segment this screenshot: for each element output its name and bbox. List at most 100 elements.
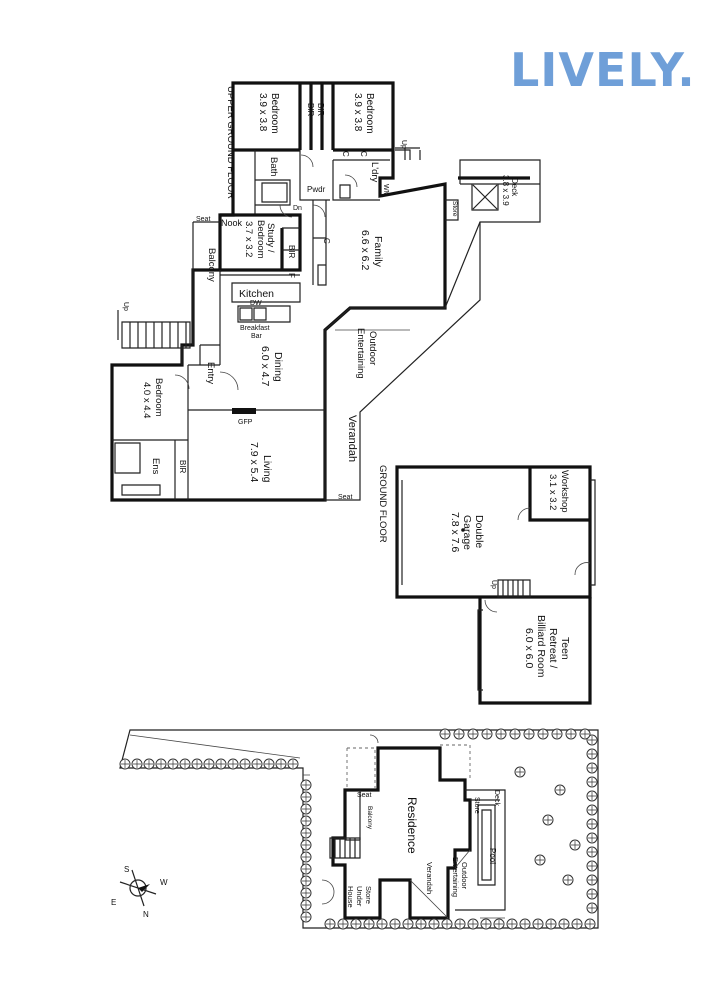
tree-icon-detail — [391, 920, 399, 928]
entry-label: Entry — [205, 362, 216, 384]
site-stair — [329, 837, 361, 859]
tree-icon-detail — [229, 760, 237, 768]
garage-stair — [497, 579, 531, 598]
bedroom-2-size: 3.9 x 3.8 — [352, 93, 363, 132]
bath-outline — [254, 150, 390, 215]
tree-icon-detail — [482, 920, 490, 928]
site-store-label: Store — [473, 797, 480, 814]
study-wall — [220, 213, 302, 272]
site-plan — [119, 729, 599, 929]
seat-label-1: Seat — [196, 216, 210, 223]
fridge-label: F — [287, 273, 296, 278]
tree-icon-detail — [265, 760, 273, 768]
bir-2: BIR — [306, 103, 315, 117]
dining-name: Dining — [272, 352, 284, 382]
compass: W S E N — [111, 865, 168, 919]
tree-icon-detail — [588, 764, 596, 772]
teen-retreat-line-2: Retreat / — [547, 628, 559, 668]
kitchen-outline — [220, 274, 301, 323]
tree-icon-detail — [455, 730, 463, 738]
tree-icon-detail — [456, 920, 464, 928]
tree-icon-detail — [205, 760, 213, 768]
workshop-size: 3.1 x 3.2 — [547, 474, 558, 510]
upper-bedrooms-wall — [233, 83, 393, 152]
tree-icon-detail — [567, 730, 575, 738]
upper-labels: UPPER GROUND FLOOR Bedroom 3.9 x 3.8 Bed… — [122, 86, 519, 501]
cupboard-3: C — [322, 238, 331, 244]
tree-icon-detail — [302, 853, 310, 861]
teen-retreat-wall — [478, 597, 592, 705]
gfp-label: GFP — [238, 419, 253, 426]
tree-icon-detail — [536, 856, 544, 864]
tree-icon-detail — [302, 829, 310, 837]
tree-icon-detail — [302, 901, 310, 909]
tree-icon-detail — [564, 876, 572, 884]
pool-label: Pool — [488, 848, 497, 864]
tree-icon-detail — [417, 920, 425, 928]
site-seat-label: Seat — [357, 792, 371, 799]
tree-icon-detail — [302, 865, 310, 873]
workshop-wall — [528, 467, 590, 522]
tree-icon-detail — [302, 817, 310, 825]
bar-label: Bar — [251, 333, 263, 340]
site-boundary — [119, 729, 599, 929]
bir-1: BIR — [316, 103, 325, 117]
garage-light — [461, 528, 465, 532]
laundry-step — [395, 148, 411, 160]
powder-room-label: Pwdr — [307, 185, 326, 194]
breakfast-label: Breakfast — [240, 325, 270, 332]
stair-down-label: Dn — [293, 205, 302, 212]
tree-icon-detail — [547, 920, 555, 928]
ground-labels: GROUND FLOOR Workshop 3.1 x 3.2 Double G… — [377, 465, 571, 678]
tree-icon-detail — [302, 913, 310, 921]
tree-icon-detail — [121, 760, 129, 768]
tree-icon-detail — [302, 805, 310, 813]
tree-icon-detail — [404, 920, 412, 928]
compass-w: W — [160, 878, 168, 887]
tree-icon-detail — [588, 778, 596, 786]
tree-icon-detail — [511, 730, 519, 738]
pool-surround — [455, 789, 506, 911]
tree-icon-detail — [193, 760, 201, 768]
tree-icon-detail — [553, 730, 561, 738]
tree-icon-detail — [443, 920, 451, 928]
tree-icon-detail — [157, 760, 165, 768]
deck-size: 3.8 x 3.9 — [501, 175, 510, 206]
store-under-house-curve — [321, 879, 335, 905]
site-labels: Residence Deck Store Seat Balcony Pool O… — [346, 790, 500, 908]
store-under-1: Store — [364, 886, 373, 904]
tree-icon-detail — [560, 920, 568, 928]
family-name: Family — [372, 236, 384, 268]
door-swings — [174, 154, 358, 391]
brand-logo-text: LIVELY. — [510, 43, 696, 97]
teen-retreat-size: 6.0 x 6.0 — [523, 628, 535, 668]
tree-icon-detail — [588, 806, 596, 814]
tree-icon-detail — [241, 760, 249, 768]
tree-icon-detail — [339, 920, 347, 928]
tree-icon-detail — [289, 760, 297, 768]
entry-outline — [188, 344, 220, 366]
store-under-2: Under — [355, 886, 364, 907]
ground-floor-plan — [395, 465, 596, 705]
seat-label-2: Seat — [338, 494, 352, 501]
tree-icon-detail — [365, 920, 373, 928]
tree-icon-detail — [539, 730, 547, 738]
tree-icon-detail — [544, 816, 552, 824]
bedroom-3-size: 4.0 x 4.4 — [141, 382, 152, 418]
dining-size: 6.0 x 4.7 — [259, 346, 271, 386]
upper-ground-floor-plan — [110, 81, 541, 502]
cupboard-2: C — [341, 151, 350, 157]
tree-icon-detail — [588, 792, 596, 800]
living-size: 7.9 x 5.4 — [248, 442, 260, 482]
tree-icon-detail — [326, 920, 334, 928]
tree-icon-detail — [277, 760, 285, 768]
tree-icon-detail — [352, 920, 360, 928]
brand-logo: LIVELY. — [510, 40, 700, 100]
ensuite-outline — [112, 439, 188, 500]
study-name-2: Bedroom — [255, 220, 266, 259]
cupboard-1: C — [359, 151, 368, 157]
tree-icon-detail — [302, 793, 310, 801]
tree-icon-detail — [430, 920, 438, 928]
tree-icon-detail — [469, 730, 477, 738]
